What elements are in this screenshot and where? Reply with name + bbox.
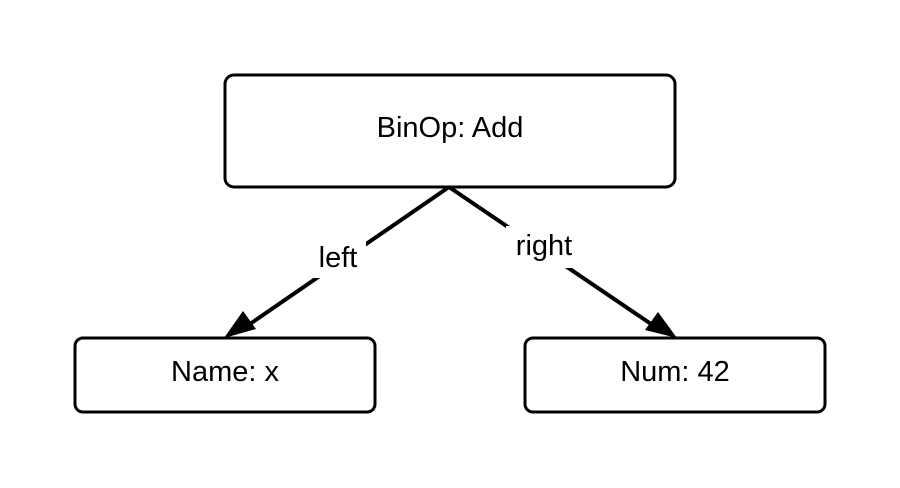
node-left-child: Name: x bbox=[73, 336, 377, 414]
edge-left-label-bg bbox=[310, 238, 366, 278]
node-root-label: BinOp: Add bbox=[377, 112, 524, 144]
edge-right-label-bg bbox=[506, 226, 582, 268]
edge-right: right bbox=[447, 185, 677, 338]
node-right-child-box bbox=[523, 336, 827, 414]
node-left-child-label: Name: x bbox=[171, 356, 279, 388]
node-right-child: Num: 42 bbox=[523, 336, 827, 414]
node-root: BinOp: Add bbox=[223, 73, 677, 189]
edge-right-arrowhead bbox=[645, 312, 677, 338]
edge-left-arrowhead bbox=[224, 311, 256, 338]
edge-left: left bbox=[224, 185, 451, 338]
node-right-child-label: Num: 42 bbox=[620, 356, 730, 388]
edge-right-label: right bbox=[516, 230, 572, 262]
node-left-child-box bbox=[73, 336, 377, 414]
node-root-box bbox=[223, 73, 677, 189]
edge-left-label: left bbox=[319, 242, 358, 274]
